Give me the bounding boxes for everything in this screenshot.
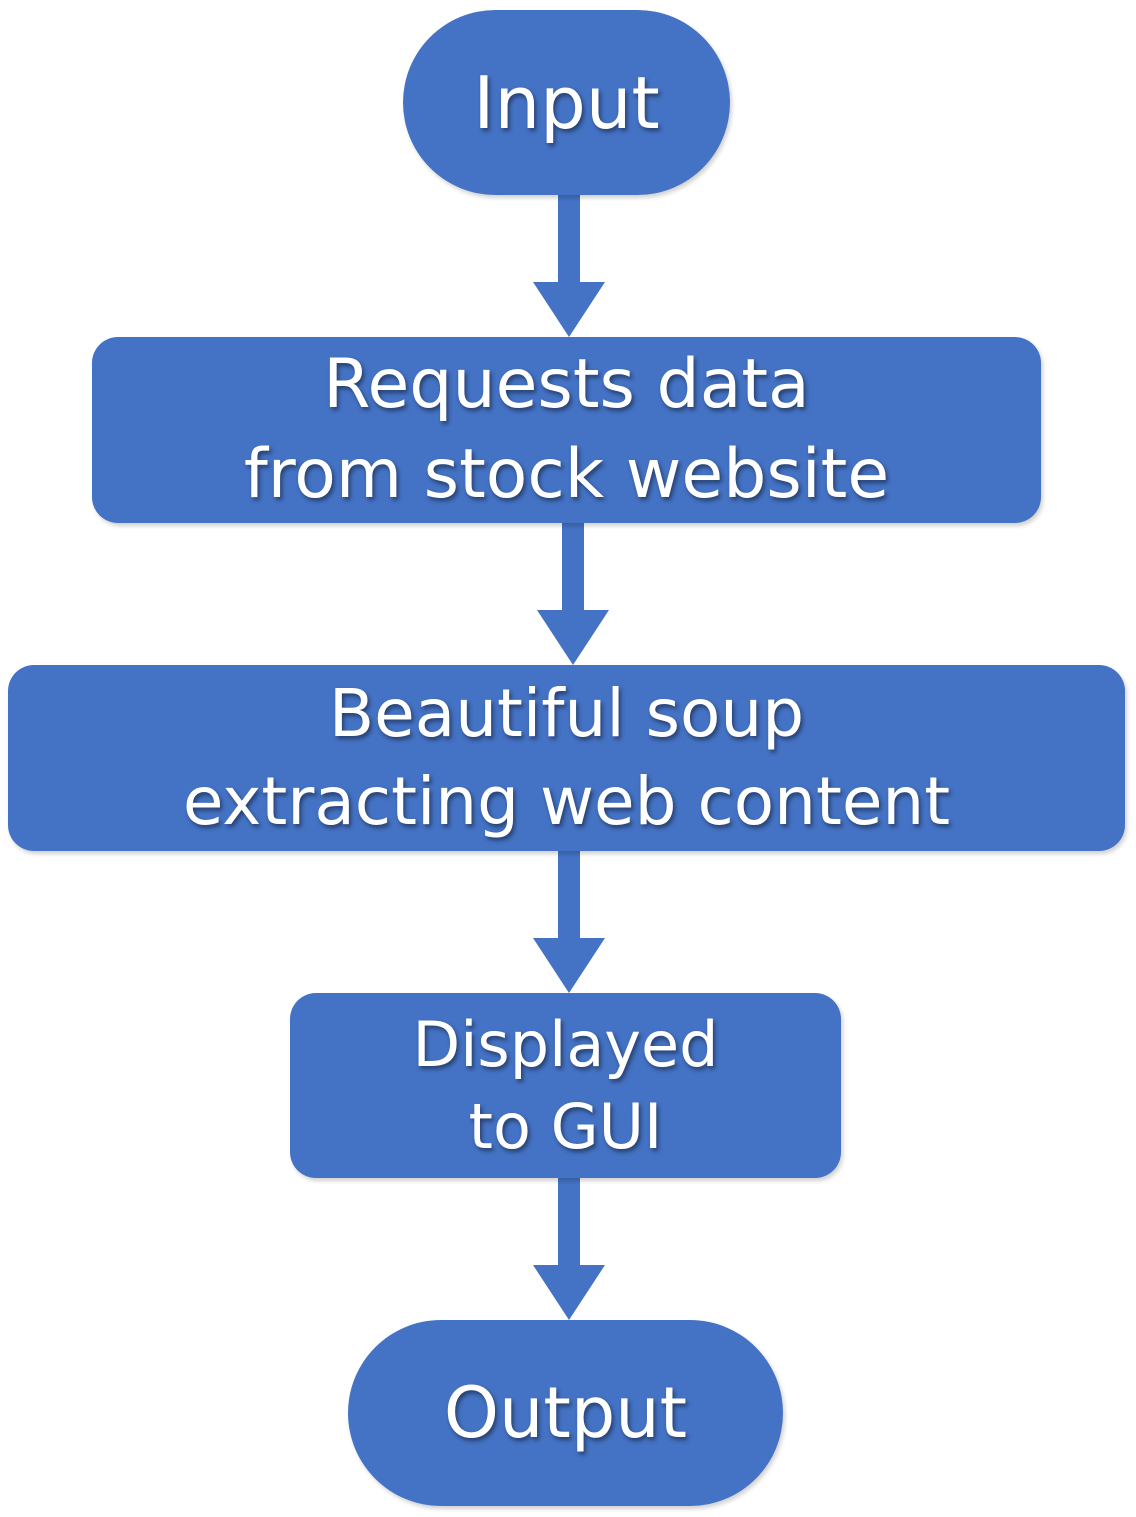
beautiful-soup-step: Beautiful soup extracting web content	[8, 665, 1125, 851]
arrow-request-to-soup	[537, 521, 609, 665]
arrow-input-to-request	[533, 193, 605, 337]
displayed-to-gui-step: Displayed to GUI	[290, 993, 841, 1178]
requests-data-label-line-1: Requests data	[323, 345, 810, 424]
requests-data-label-line-2: from stock website	[243, 435, 890, 514]
requests-data-step: Requests data from stock website	[92, 337, 1041, 523]
arrow-soup-to-display	[533, 849, 605, 993]
output-label: Output	[443, 1372, 688, 1454]
input-terminal: Input	[403, 10, 730, 195]
beautiful-soup-label-line-1: Beautiful soup	[328, 675, 805, 752]
output-terminal: Output	[348, 1320, 783, 1506]
arrow-display-to-output	[533, 1176, 605, 1320]
displayed-label-line-1: Displayed	[412, 1007, 719, 1081]
input-label: Input	[473, 60, 660, 145]
displayed-label-line-2: to GUI	[468, 1089, 663, 1163]
beautiful-soup-label-line-2: extracting web content	[182, 763, 951, 840]
